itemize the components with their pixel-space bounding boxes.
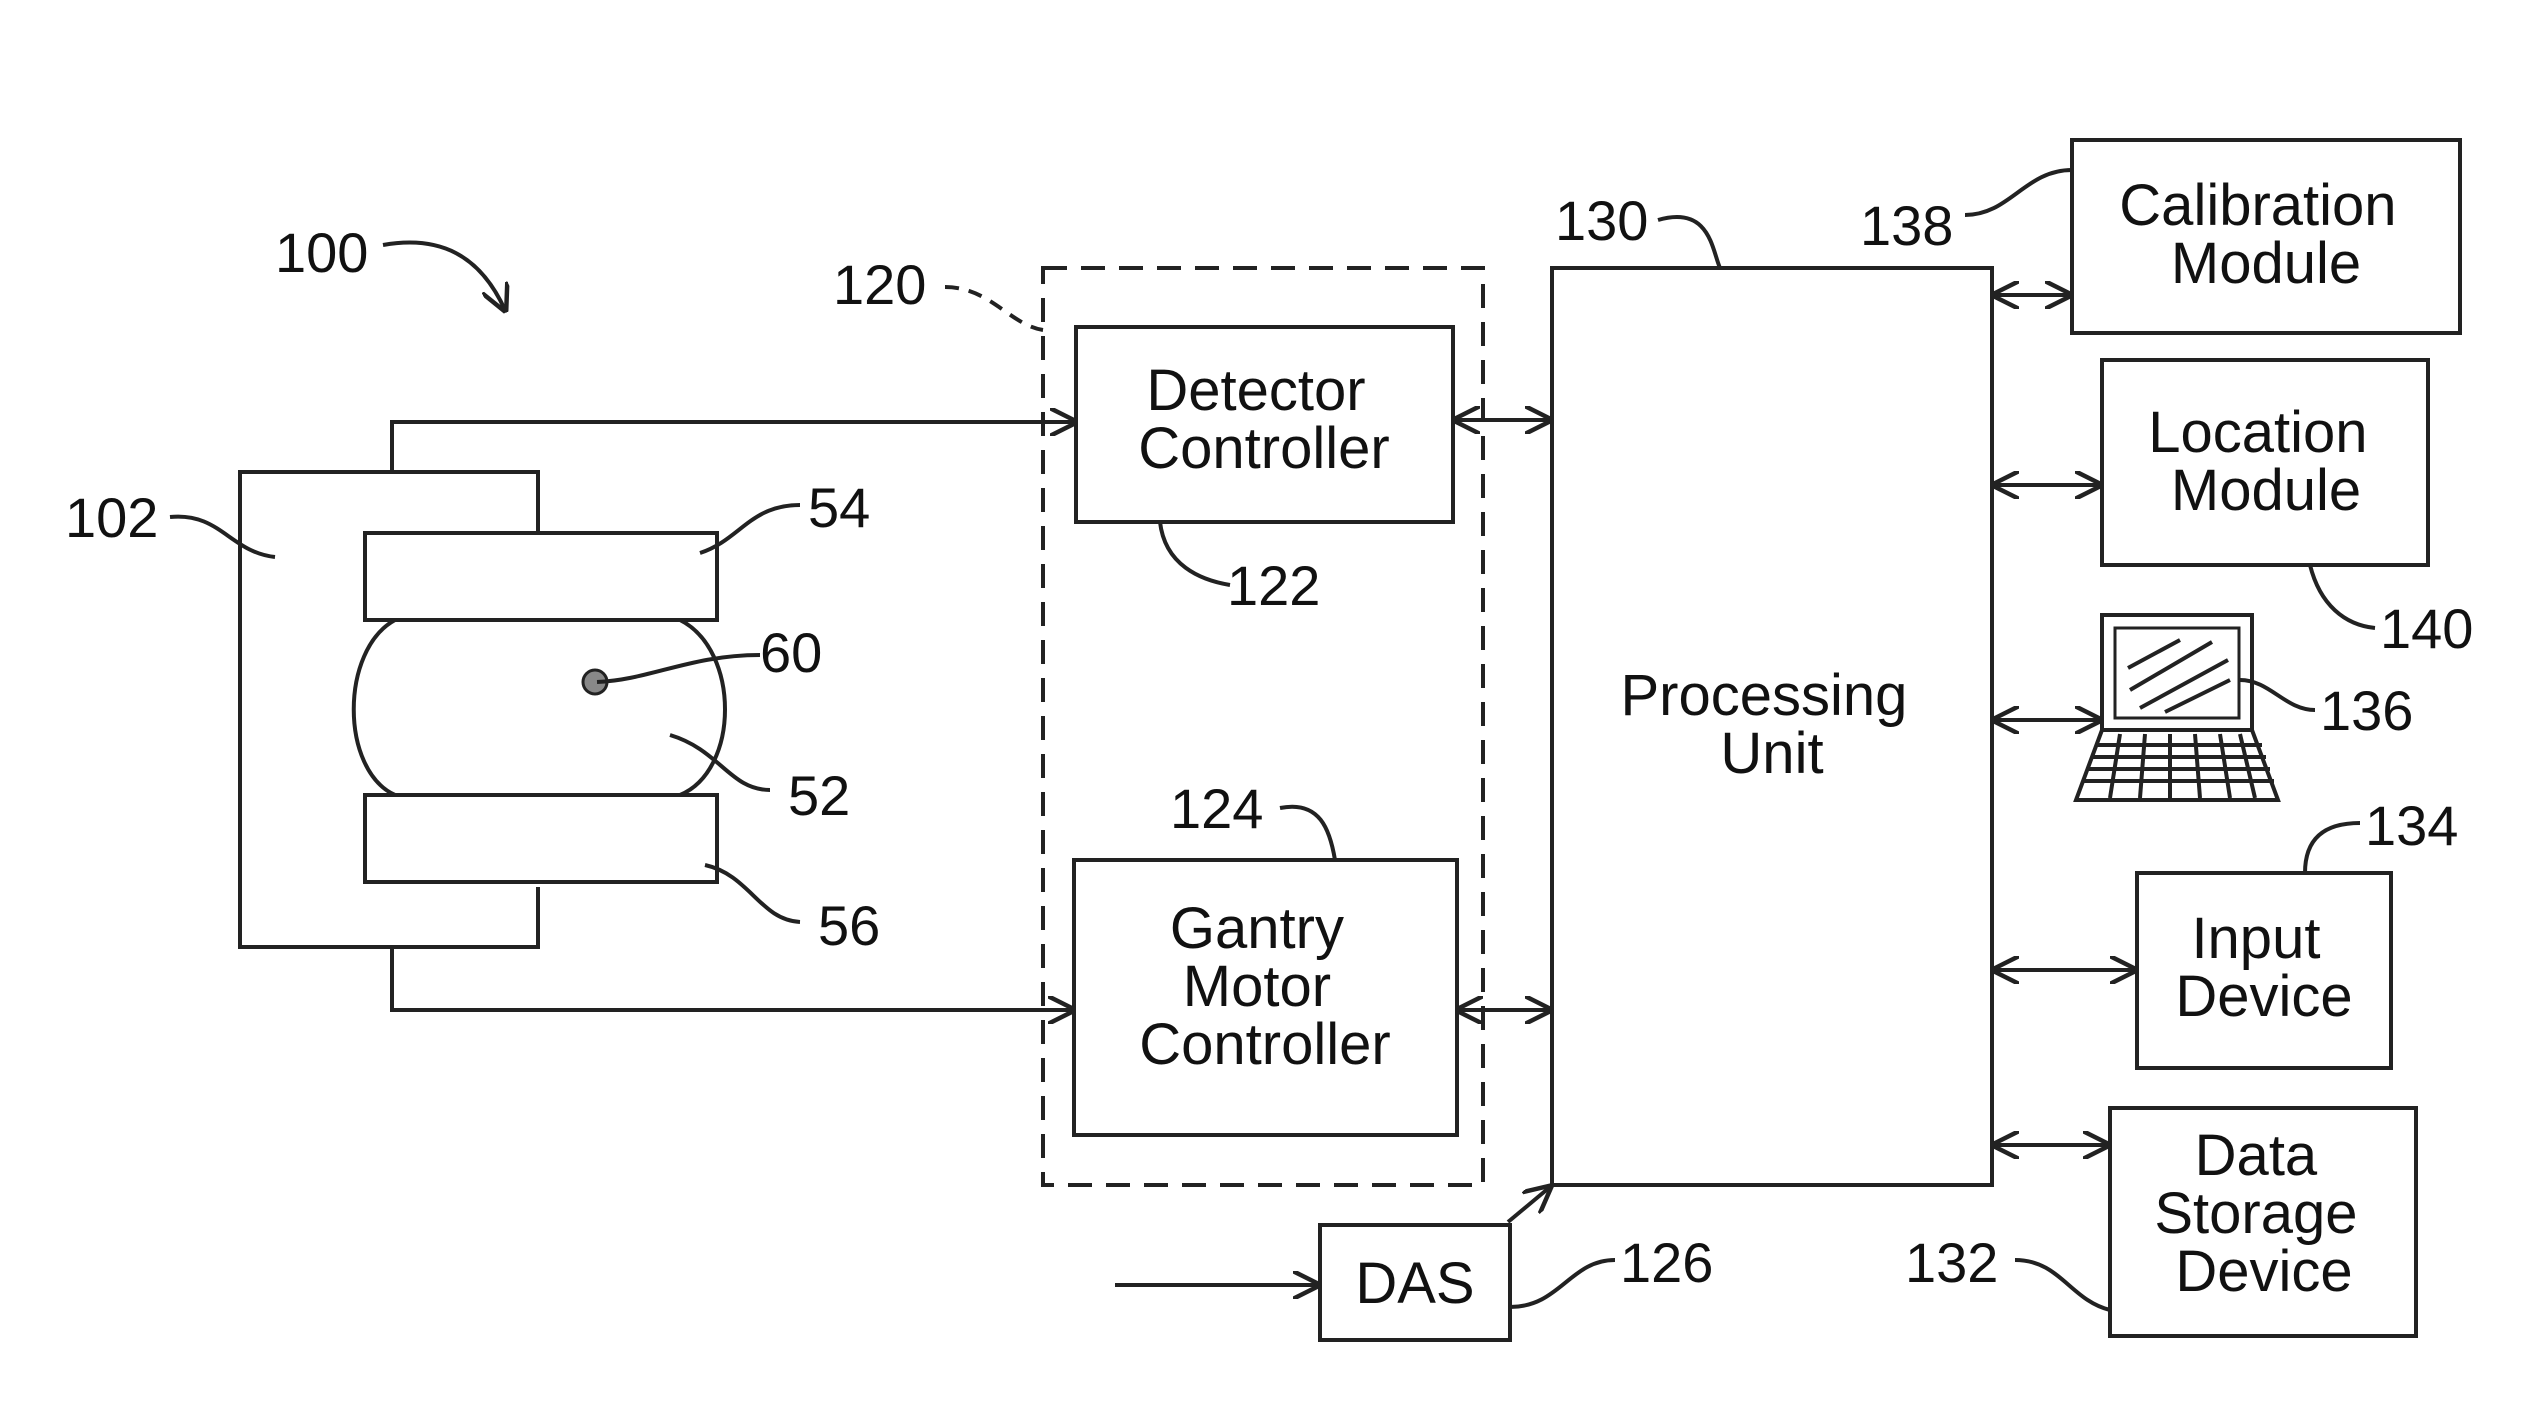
ref-100: 100	[275, 221, 368, 284]
ref-130: 130	[1555, 189, 1648, 252]
object-52	[354, 620, 725, 795]
lower-detector-56	[365, 795, 717, 882]
leader-140	[2310, 565, 2375, 628]
ref-122: 122	[1227, 554, 1320, 617]
ref-126: 126	[1620, 1231, 1713, 1294]
laptop-icon	[2076, 615, 2278, 800]
leader-102	[170, 517, 275, 557]
leader-126	[1510, 1260, 1615, 1307]
ref-134: 134	[2365, 794, 2458, 857]
das-label: DAS	[1355, 1251, 1474, 1316]
ref-138: 138	[1860, 194, 1953, 257]
line-das-to-processing	[1508, 1187, 1550, 1222]
leader-134	[2305, 823, 2360, 873]
leader-120	[945, 287, 1043, 330]
leader-130	[1658, 217, 1720, 268]
upper-detector-54	[365, 533, 717, 620]
leader-138	[1965, 170, 2072, 215]
leader-132	[2015, 1260, 2110, 1310]
ref-136: 136	[2320, 679, 2413, 742]
gantry-assembly	[170, 472, 800, 947]
ref-120: 120	[833, 253, 926, 316]
ref-56: 56	[818, 894, 880, 957]
ref-132: 132	[1905, 1231, 1998, 1294]
ref-140: 140	[2380, 597, 2473, 660]
ref-52: 52	[788, 764, 850, 827]
leader-60	[597, 655, 760, 682]
ref-54: 54	[808, 476, 870, 539]
ref-124: 124	[1170, 777, 1263, 840]
detector-controller-label: Detector Controller	[1138, 358, 1389, 481]
leader-122	[1160, 522, 1230, 585]
location-module-label: Location Module	[2148, 400, 2383, 523]
ref-60: 60	[760, 621, 822, 684]
line-gantry-to-detector-controller	[392, 422, 1075, 472]
leader-54	[700, 505, 800, 553]
system-pointer-arrow	[383, 243, 505, 310]
line-gantry-to-motor-controller	[392, 947, 1073, 1010]
leader-124	[1280, 807, 1335, 860]
ref-102: 102	[65, 486, 158, 549]
input-device-label: Input Device	[2175, 906, 2352, 1029]
leader-56	[705, 865, 800, 922]
